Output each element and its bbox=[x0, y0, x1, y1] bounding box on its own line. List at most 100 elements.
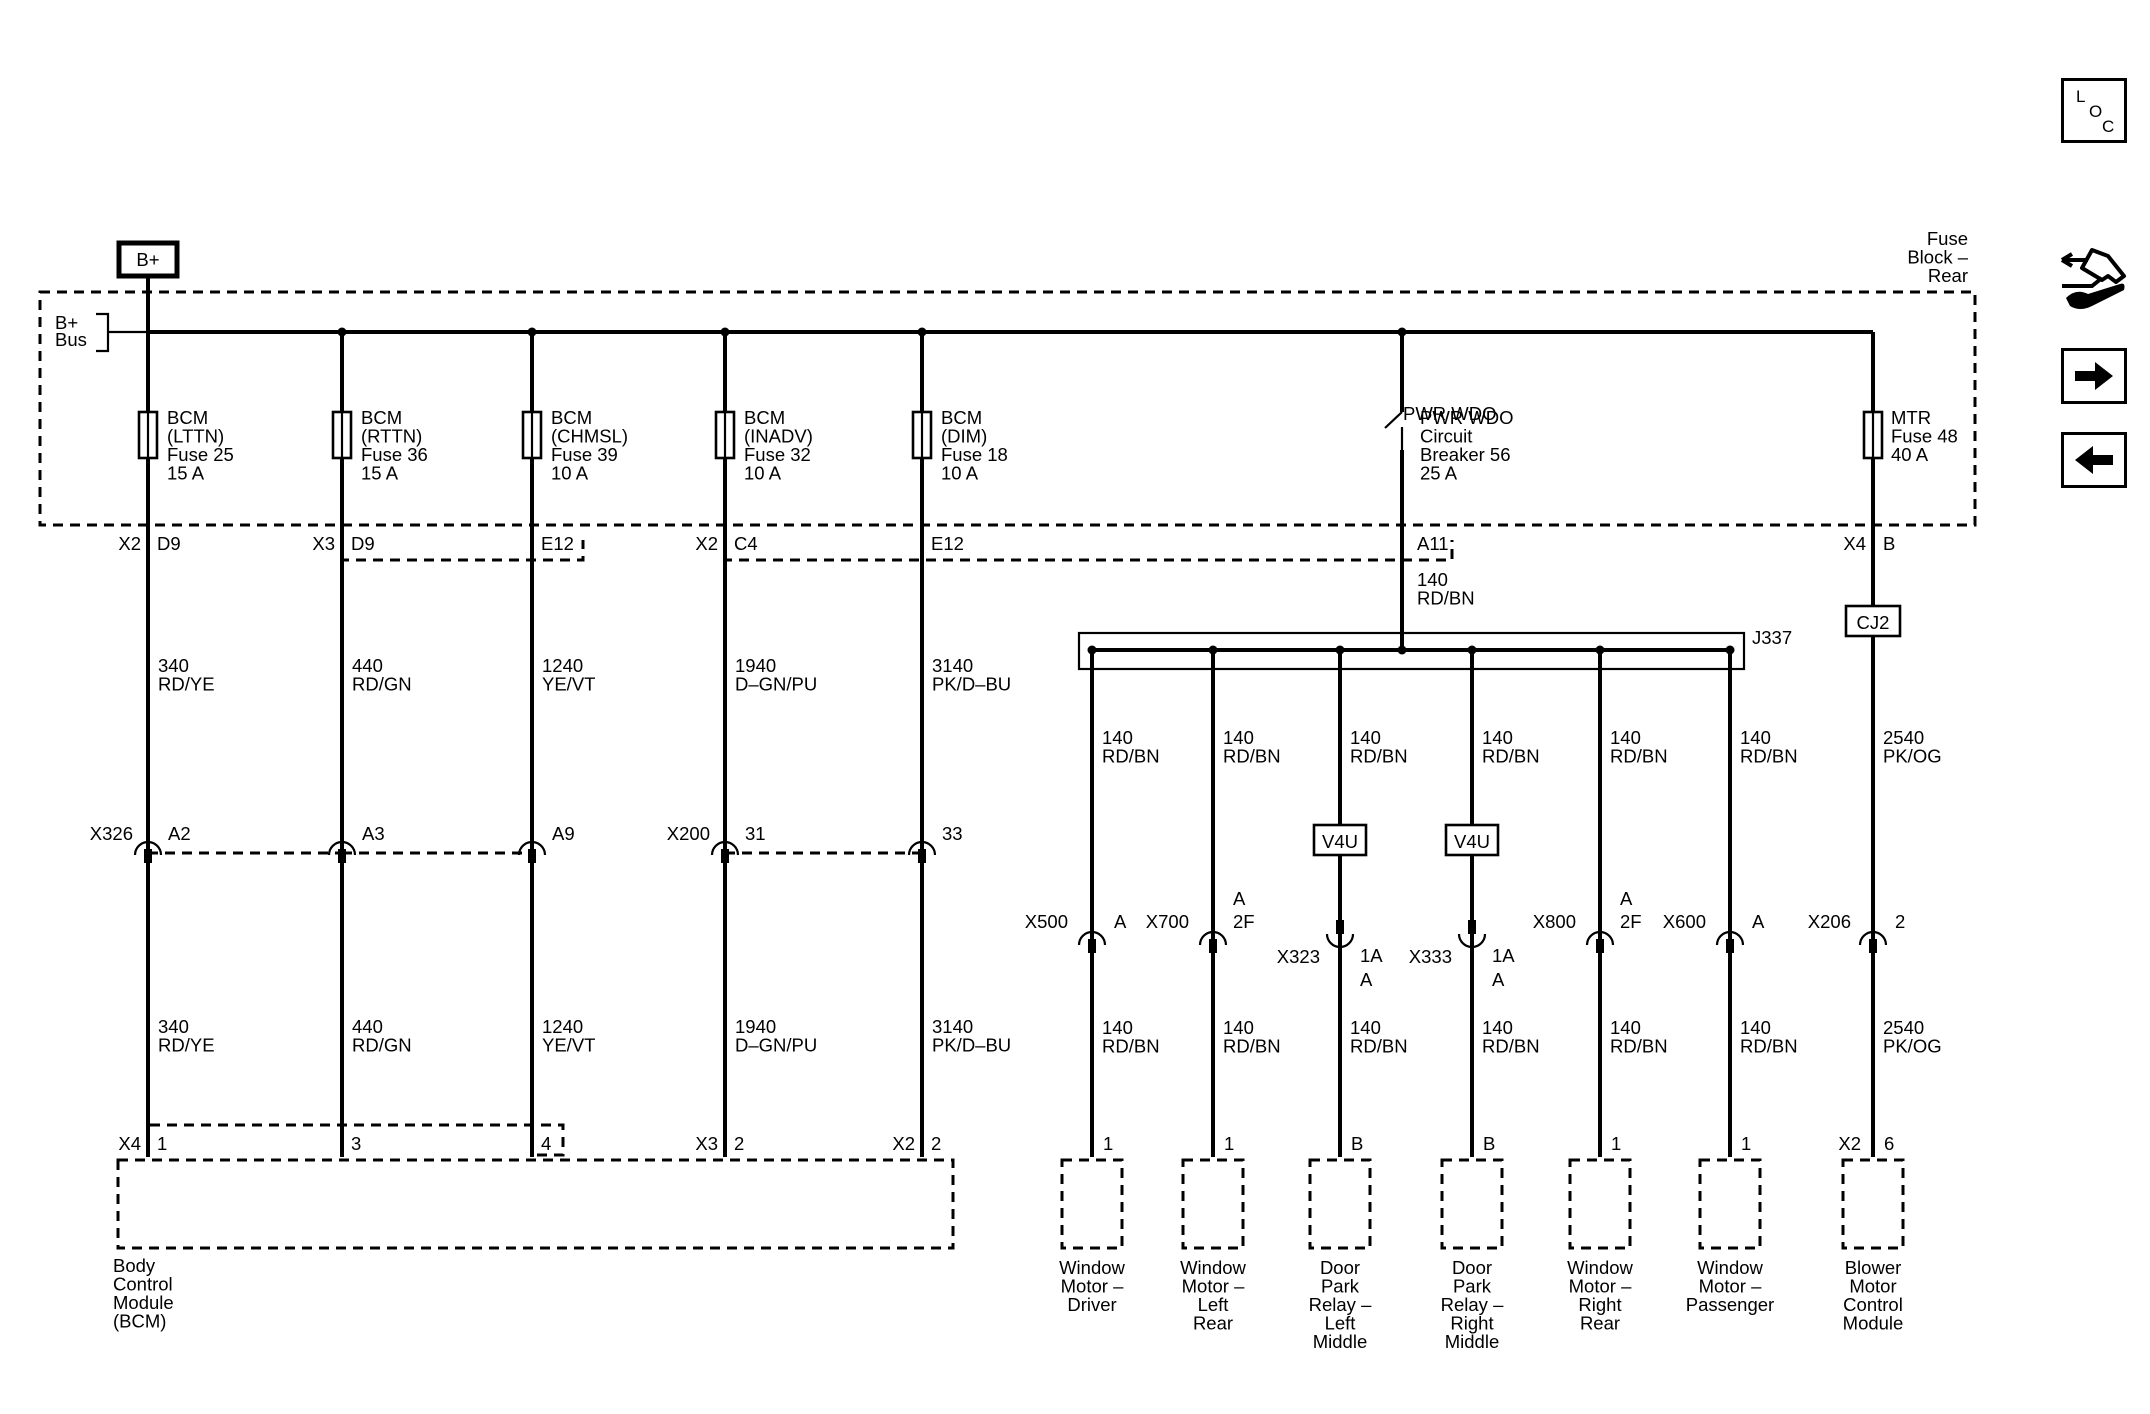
bus-label: Bus bbox=[55, 329, 87, 350]
wire-label: RD/BN bbox=[1417, 588, 1475, 609]
wire-label: 140 bbox=[1610, 1017, 1641, 1038]
wire-label: 1940 bbox=[735, 655, 776, 676]
wire-label: 2540 bbox=[1883, 1017, 1924, 1038]
inline-connector-label: X333 bbox=[1409, 946, 1452, 967]
wire-label: RD/BN bbox=[1223, 746, 1281, 767]
wire-label: 140 bbox=[1740, 727, 1771, 748]
fuse-label: Fuse 32 bbox=[744, 444, 811, 465]
arrow-left-icon bbox=[2075, 446, 2113, 474]
inline-pin-label: A bbox=[1233, 888, 1246, 909]
circuit-breaker bbox=[1384, 411, 1404, 450]
inline-connector bbox=[1585, 930, 1615, 946]
wire-label: YE/VT bbox=[542, 674, 595, 695]
inline-connector-pin bbox=[1869, 939, 1877, 953]
loc-letter-l: L bbox=[2076, 87, 2086, 106]
breaker-label: PWR WDO bbox=[1420, 407, 1514, 428]
wire-label: RD/GN bbox=[352, 1035, 412, 1056]
inline-pin-label: A bbox=[1620, 888, 1633, 909]
module-pin: 6 bbox=[1884, 1133, 1894, 1154]
fuse-label: 15 A bbox=[361, 463, 399, 484]
fuse-label: (RTTN) bbox=[361, 426, 422, 447]
load-label: Window bbox=[1180, 1257, 1246, 1278]
inline-connector bbox=[1198, 930, 1228, 946]
fuse-label: BCM bbox=[361, 407, 402, 428]
inline-connector-label: X600 bbox=[1663, 911, 1706, 932]
fuse-block-label: Block – bbox=[1907, 247, 1968, 268]
wire-label: 140 bbox=[1102, 1017, 1133, 1038]
breaker-label: Circuit bbox=[1420, 426, 1472, 447]
wire-label: PK/OG bbox=[1883, 746, 1942, 767]
load-label: Motor – bbox=[1061, 1276, 1124, 1297]
fuse-label: (DIM) bbox=[941, 426, 987, 447]
fuse-label: Fuse 36 bbox=[361, 444, 428, 465]
wire-label: 140 bbox=[1350, 1017, 1381, 1038]
load-label: Motor bbox=[1849, 1276, 1896, 1297]
load-label: Middle bbox=[1445, 1331, 1500, 1352]
fuse-block-connector: X2 bbox=[695, 533, 718, 554]
wire-label: RD/BN bbox=[1350, 746, 1408, 767]
wire-label: RD/BN bbox=[1102, 1036, 1160, 1057]
load-label: Relay – bbox=[1441, 1294, 1504, 1315]
inline-connector bbox=[1325, 933, 1355, 949]
splice-pack-j337 bbox=[1077, 631, 1746, 671]
wire-label: 340 bbox=[158, 655, 189, 676]
inline-connector-pin bbox=[1336, 920, 1344, 934]
loc-letter-o: O bbox=[2089, 102, 2103, 121]
previous-page-button[interactable] bbox=[2061, 432, 2127, 488]
wire-label: 140 bbox=[1482, 1017, 1513, 1038]
breaker-star: PWR WDO bbox=[1403, 403, 1497, 424]
fuse-label: 40 A bbox=[1891, 444, 1929, 465]
next-page-button[interactable] bbox=[2061, 348, 2127, 404]
fuse-label: BCM bbox=[744, 407, 785, 428]
inline-pin-label: A3 bbox=[362, 823, 385, 844]
inline-connector bbox=[133, 840, 163, 856]
inline-connector-label: X323 bbox=[1277, 946, 1320, 967]
bcm-label: Body bbox=[113, 1255, 156, 1276]
inline-connector bbox=[1457, 933, 1487, 949]
load-box bbox=[1568, 1158, 1632, 1250]
inline-connector-label: X800 bbox=[1533, 911, 1576, 932]
wire-label: RD/YE bbox=[158, 1035, 215, 1056]
load-label: Motor – bbox=[1182, 1276, 1245, 1297]
module-pin: 3 bbox=[351, 1133, 361, 1154]
fuse-block-pin: D9 bbox=[351, 533, 375, 554]
fuse-block-label: Rear bbox=[1928, 265, 1968, 286]
inline-connector bbox=[1715, 930, 1745, 946]
wire-label: RD/BN bbox=[1610, 1036, 1668, 1057]
wire-label: RD/BN bbox=[1223, 1036, 1281, 1057]
load-box bbox=[1060, 1158, 1124, 1250]
loc-button[interactable]: L O C bbox=[2061, 78, 2127, 143]
wire-label: 140 bbox=[1223, 1017, 1254, 1038]
wire-label: 140 bbox=[1482, 727, 1513, 748]
fuse-block-pin: D9 bbox=[157, 533, 181, 554]
load-label: Module bbox=[1843, 1313, 1904, 1334]
inline-pin-label: 33 bbox=[942, 823, 963, 844]
fuse-label: Fuse 25 bbox=[167, 444, 234, 465]
inline-pin-label: 31 bbox=[745, 823, 766, 844]
wrench-car-icon[interactable] bbox=[2058, 246, 2130, 326]
module-pin: 4 bbox=[541, 1133, 551, 1154]
fuse-label: 10 A bbox=[551, 463, 589, 484]
fuse-block-pin: E12 bbox=[541, 533, 574, 554]
load-label: Window bbox=[1567, 1257, 1633, 1278]
wire-label: RD/BN bbox=[1482, 1036, 1540, 1057]
connector-x3-outline bbox=[340, 540, 585, 562]
inline-connector-pin bbox=[918, 849, 926, 863]
fuse-label: BCM bbox=[551, 407, 592, 428]
load-pin: 1 bbox=[1224, 1133, 1234, 1154]
fuse-label: (INADV) bbox=[744, 426, 813, 447]
wire-label: 140 bbox=[1102, 727, 1133, 748]
inline-connector-pin bbox=[1596, 939, 1604, 953]
inline-connector bbox=[327, 840, 357, 856]
load-label: Motor – bbox=[1699, 1276, 1762, 1297]
load-label: Window bbox=[1697, 1257, 1763, 1278]
inline-pin-label: 2F bbox=[1233, 911, 1255, 932]
module-connector: X3 bbox=[695, 1133, 718, 1154]
wire-label: RD/BN bbox=[1740, 746, 1798, 767]
load-label: Door bbox=[1320, 1257, 1360, 1278]
wire-label: 1940 bbox=[735, 1016, 776, 1037]
inline-connector-pin bbox=[144, 849, 152, 863]
connector-x4-outline bbox=[146, 1123, 565, 1157]
load-box bbox=[1181, 1158, 1245, 1250]
